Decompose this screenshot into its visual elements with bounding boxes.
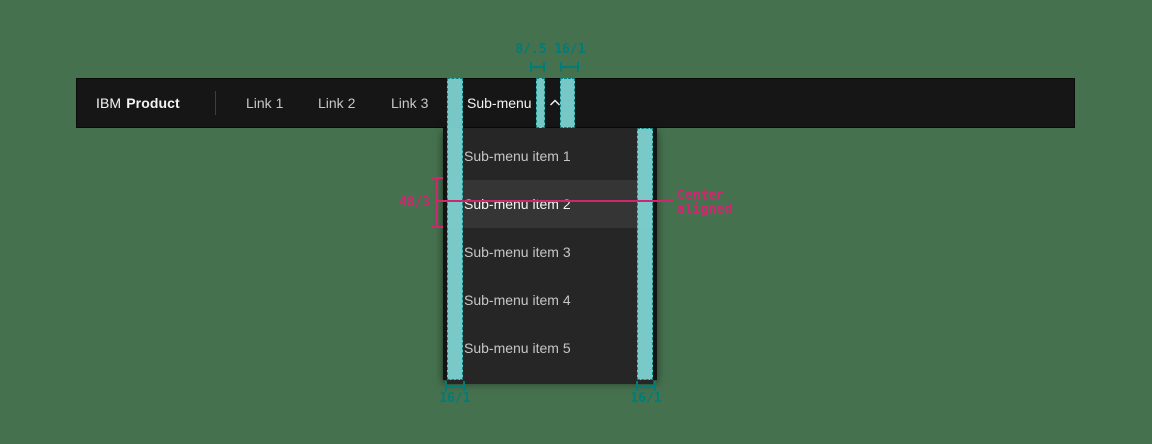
measure-beam-top-gap: [530, 62, 545, 72]
spacing-overlay-right-padding-header: [560, 78, 575, 128]
brand-prefix: IBM: [96, 95, 122, 111]
header-link-1[interactable]: Link 1: [246, 95, 284, 111]
center-align-leader-line: [438, 200, 673, 202]
item-height-label: 48/3: [398, 195, 430, 210]
measure-beam-bottom-left: [445, 381, 465, 391]
spacing-overlay-label-icon-gap: [536, 78, 545, 128]
spacing-overlay-right-padding-menu: [637, 128, 653, 380]
chevron-up-icon[interactable]: [548, 96, 562, 110]
measure-beam-top-right-padding: [560, 62, 579, 72]
header-link-2[interactable]: Link 2: [318, 95, 356, 111]
measure-beam-bottom-right: [636, 381, 656, 391]
spacing-label-bottom-right: 16/1: [630, 391, 662, 406]
submenu-item-4[interactable]: Sub-menu item 4: [464, 292, 571, 308]
submenu-item-3[interactable]: Sub-menu item 3: [464, 244, 571, 260]
submenu-item-2[interactable]: Sub-menu item 2: [447, 180, 653, 228]
ui-shell-header: IBM Product Link 1 Link 2 Link 3 Sub-men…: [76, 78, 1075, 128]
submenu-dropdown-frame: Sub-menu item 1 Sub-menu item 2 Sub-menu…: [443, 128, 657, 384]
submenu-dropdown: Sub-menu item 1 Sub-menu item 2 Sub-menu…: [447, 128, 653, 384]
header-divider: [215, 91, 216, 115]
measure-beam-item-height: [431, 177, 443, 228]
submenu-item-1[interactable]: Sub-menu item 1: [464, 148, 571, 164]
submenu-item-5[interactable]: Sub-menu item 5: [464, 340, 571, 356]
header-brand[interactable]: IBM Product: [96, 79, 180, 127]
spacing-label-bottom-left: 16/1: [439, 391, 471, 406]
spacing-label-top-right-padding: 16/1: [554, 42, 586, 57]
submenu-trigger[interactable]: Sub-menu: [467, 95, 532, 111]
center-aligned-note: Center aligned: [677, 188, 732, 217]
brand-name: Product: [126, 95, 180, 111]
spacing-label-top-gap: 8/.5: [515, 42, 547, 57]
header-link-3[interactable]: Link 3: [391, 95, 429, 111]
spacing-overlay-left-padding: [447, 78, 463, 380]
